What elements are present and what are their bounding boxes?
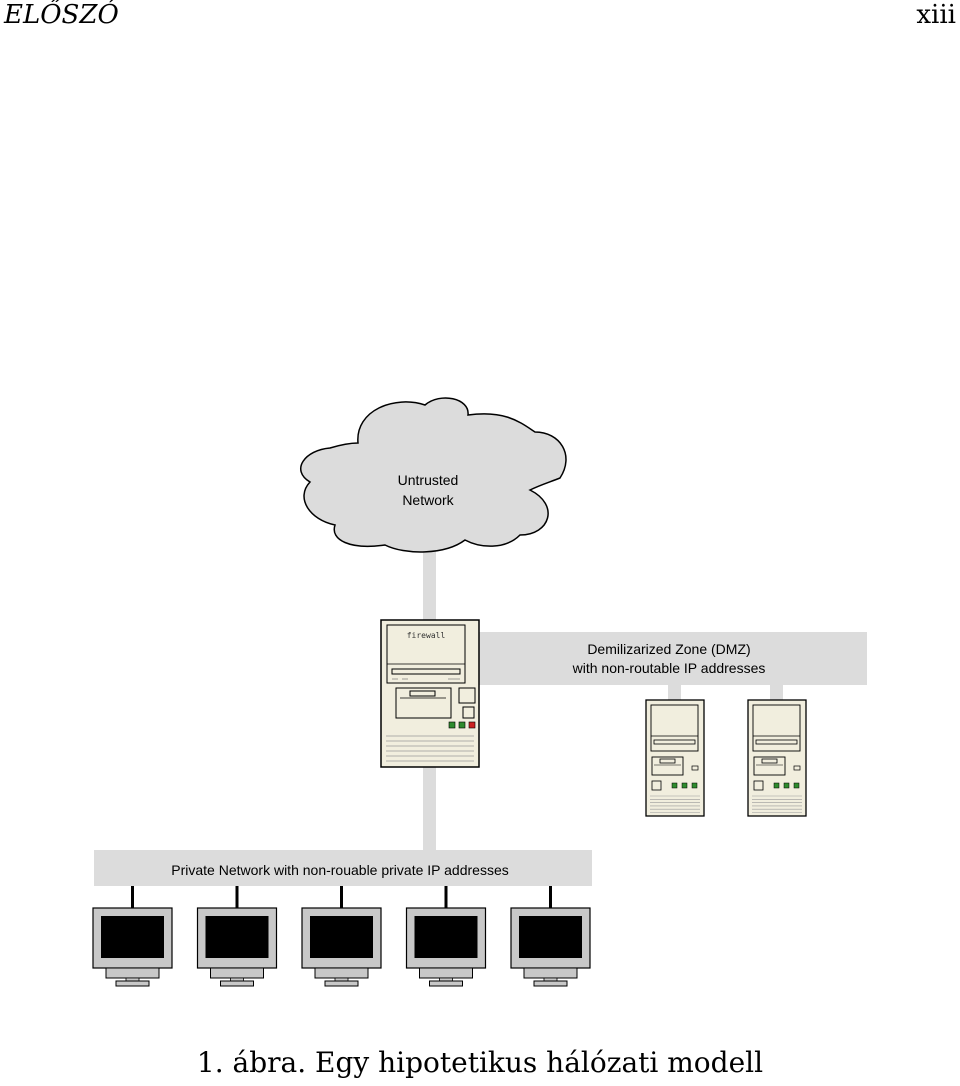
workstation [510,886,591,987]
workstation [196,886,278,987]
firewall-label: firewall [407,631,446,640]
running-head-title: ELŐSZÓ [4,0,119,30]
private-network-segment [94,850,592,886]
dmz-label-line2: with non-routable IP addresses [572,660,766,676]
dmz-server [645,699,705,817]
dmz-servers [645,699,807,817]
page-number: xiii [916,0,956,30]
firewall-server: firewall [380,619,480,768]
dmz-server [747,699,807,817]
private-network-label: Private Network with non-rouable private… [171,862,508,878]
workstations [92,886,591,987]
cloud-label-line2: Network [402,492,454,508]
dmz-server-2-link [770,685,783,700]
figure-caption: 1. ábra. Egy hipotetikus hálózati modell [196,1046,764,1079]
cloud-firewall-link [423,548,436,622]
dmz-server-1-link [668,685,681,700]
dmz-segment [478,632,867,685]
firewall-private-link [423,766,436,852]
dmz-label-line1: Demilizarized Zone (DMZ) [587,641,750,657]
workstation [301,886,382,987]
cloud-label-line1: Untrusted [398,472,459,488]
network-diagram: Untrusted Network Demilizarized Zone (DM… [92,397,867,987]
workstation [405,886,487,987]
workstation [92,886,173,987]
untrusted-network-cloud [300,397,567,553]
